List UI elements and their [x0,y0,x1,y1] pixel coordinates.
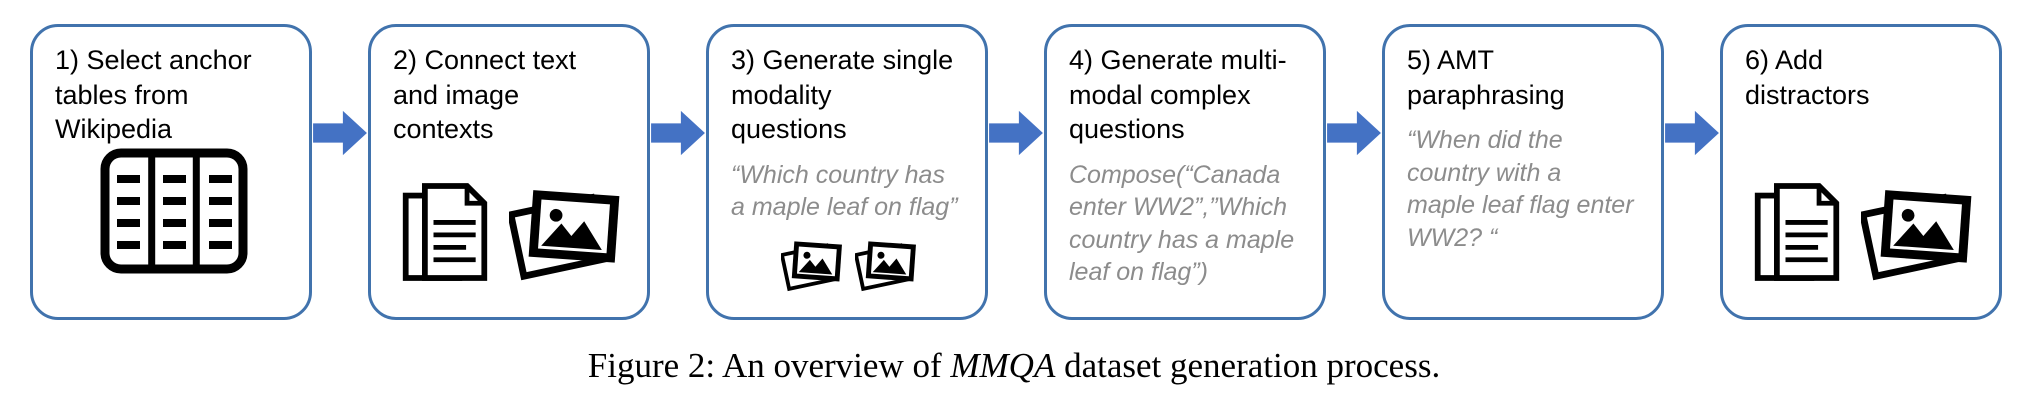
right-arrow-icon [1665,108,1719,158]
photos-icon [509,181,625,283]
step-title: 1) Select anchor tables from Wikipedia [55,45,252,145]
photos-icon [1861,181,1977,283]
example-question: “Which country has a maple leaf on flag” [731,160,958,222]
process-flowchart: 1) Select anchor tables from Wikipedia 2… [30,24,2002,320]
right-arrow-icon [989,108,1043,158]
flow-arrow-2 [650,24,706,158]
step-box-1: 1) Select anchor tables from Wikipedia [30,24,312,320]
table-icon [99,147,249,275]
right-arrow-icon [313,108,367,158]
step-title: 4) Generate multi- modal complex questio… [1069,45,1287,145]
example-question: Compose(“Canada enter WW2”,”Which countr… [1069,160,1295,287]
photos-icon [781,236,845,293]
documents-icon [1751,179,1843,285]
caption-figure-label: Figure 2: [587,346,716,385]
photos-icon [855,236,919,293]
step-box-6: 6) Add distractors [1720,24,2002,320]
step-box-5: 5) AMT paraphrasing “When did the countr… [1382,24,1664,320]
caption-dataset-name: MMQA [950,346,1056,385]
figure-caption: Figure 2: An overview of MMQA dataset ge… [0,346,2028,386]
flow-arrow-4 [1326,24,1382,158]
step-icons [1745,179,1983,285]
step-title: 5) AMT paraphrasing [1407,45,1565,110]
step-box-2: 2) Connect text and image contexts [368,24,650,320]
step-icons [55,147,293,275]
right-arrow-icon [1327,108,1381,158]
step-title: 2) Connect text and image contexts [393,45,577,145]
caption-text-end: dataset generation process. [1064,346,1441,385]
step-title: 3) Generate single modality questions [731,45,954,145]
step-box-4: 4) Generate multi- modal complex questio… [1044,24,1326,320]
documents-icon [399,179,491,285]
flow-arrow-1 [312,24,368,158]
caption-text: An overview of [721,346,942,385]
step-icons [393,179,631,285]
step-title: 6) Add distractors [1745,45,1870,110]
flow-arrow-5 [1664,24,1720,158]
right-arrow-icon [651,108,705,158]
example-question: “When did the country with a maple leaf … [1407,126,1634,252]
step-icons [731,236,969,293]
step-box-3: 3) Generate single modality questions “W… [706,24,988,320]
flow-arrow-3 [988,24,1044,158]
